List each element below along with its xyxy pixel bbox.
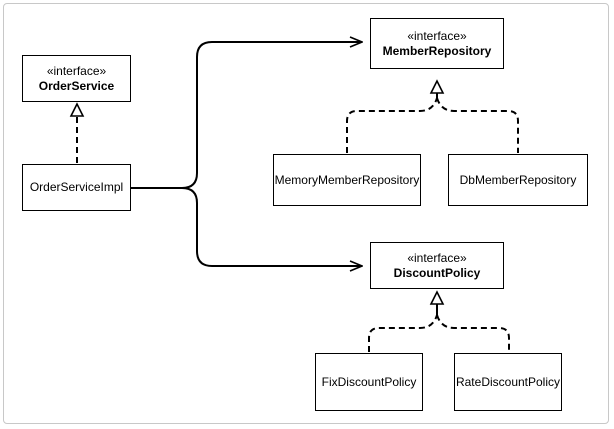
- dbmemberrepository-class-box[interactable]: DbMemberRepository: [448, 154, 588, 206]
- memorymemberrepository-class-box[interactable]: MemoryMemberRepository: [273, 154, 421, 206]
- discountpolicy-name: DiscountPolicy: [393, 265, 481, 280]
- orderservice-interface-box[interactable]: «interface» OrderService: [22, 55, 131, 102]
- memberrepository-stereotype: «interface»: [407, 28, 467, 43]
- orderservice-name: OrderService: [38, 78, 115, 93]
- realization-discountpolicy-branch: [368, 314, 510, 352]
- association-to-discountpolicy: [181, 187, 362, 266]
- realization-memberrepository-branch: [346, 97, 519, 153]
- orderserviceimpl-name: OrderServiceImpl: [29, 180, 124, 194]
- orderserviceimpl-class-box[interactable]: OrderServiceImpl: [22, 164, 131, 211]
- realization-memberrepository-triangle: [429, 79, 445, 94]
- ratediscountpolicy-class-box[interactable]: RateDiscountPolicy: [454, 353, 562, 411]
- realization-discountpolicy-triangle: [429, 290, 445, 305]
- dbmemberrepository-name: DbMemberRepository: [459, 172, 577, 187]
- ratediscountpolicy-name: RateDiscountPolicy: [455, 374, 561, 389]
- realization-orderservice-triangle: [69, 102, 85, 117]
- memberrepository-name: MemberRepository: [382, 43, 492, 58]
- orderservice-stereotype: «interface»: [46, 63, 107, 78]
- fixdiscountpolicy-class-box[interactable]: FixDiscountPolicy: [315, 353, 423, 411]
- association-to-memberrepository: [131, 42, 362, 189]
- discountpolicy-stereotype: «interface»: [407, 250, 467, 265]
- fixdiscountpolicy-name: FixDiscountPolicy: [321, 374, 417, 389]
- discountpolicy-interface-box[interactable]: «interface» DiscountPolicy: [370, 242, 504, 289]
- memberrepository-interface-box[interactable]: «interface» MemberRepository: [370, 18, 504, 69]
- memorymemberrepository-name: MemoryMemberRepository: [274, 172, 420, 187]
